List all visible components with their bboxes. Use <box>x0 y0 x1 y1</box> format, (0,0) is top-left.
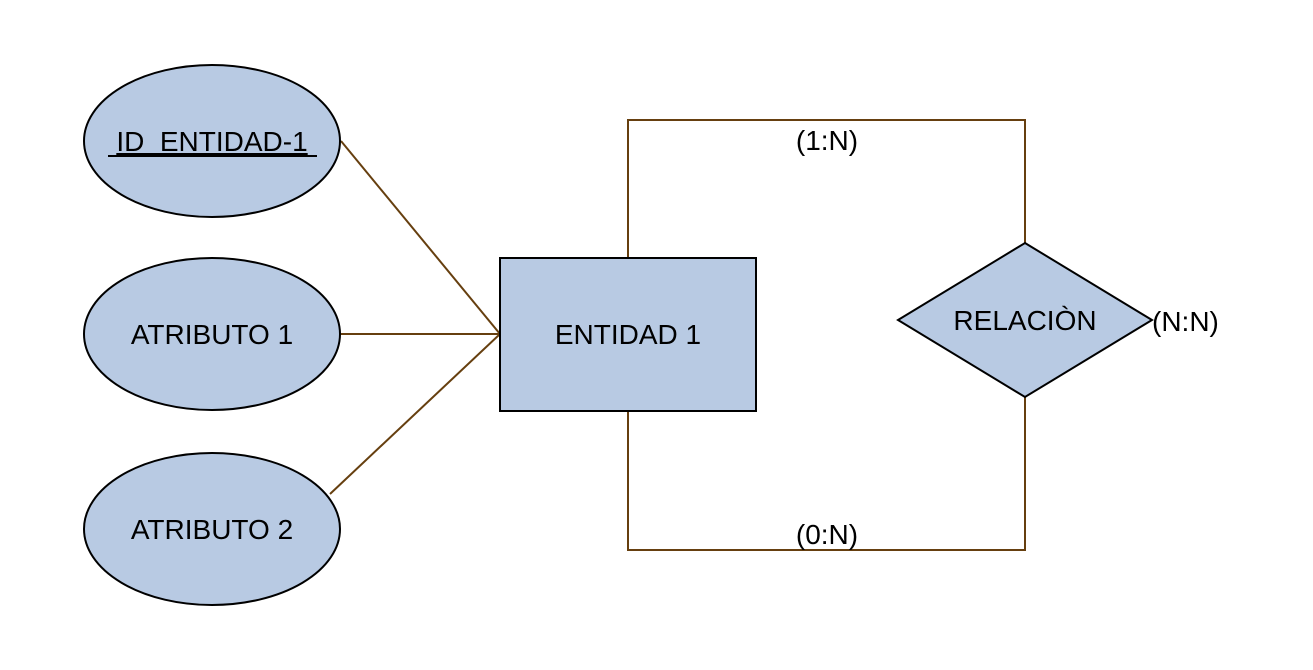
connector-atributo-2 <box>329 333 501 495</box>
cardinality-bottom: (0:N) <box>796 519 858 550</box>
attribute-label: ATRIBUTO 2 <box>131 514 293 545</box>
attribute-atributo-1[interactable]: ATRIBUTO 1 <box>83 257 341 411</box>
cardinality-right: (N:N) <box>1152 306 1219 337</box>
attribute-id-entidad[interactable]: ID_ENTIDAD-1 <box>83 64 341 218</box>
cardinality-top: (1:N) <box>796 125 858 156</box>
relationship-diamond <box>896 241 1154 399</box>
connector-id-entidad <box>340 140 501 335</box>
connector-relation-bottom <box>627 397 1026 551</box>
attribute-label: ATRIBUTO 1 <box>131 319 293 350</box>
entity-label: ENTIDAD 1 <box>555 319 701 350</box>
attribute-ellipse <box>83 257 341 411</box>
attribute-ellipse <box>83 64 341 218</box>
connector-relation-top <box>627 119 1026 258</box>
attribute-key-label: ID_ENTIDAD-1 <box>116 126 307 157</box>
relationship-relacion[interactable]: RELACIÒN <box>896 241 1154 399</box>
attribute-atributo-2[interactable]: ATRIBUTO 2 <box>83 452 341 606</box>
relationship-label: RELACIÒN <box>953 305 1096 336</box>
entity-entidad-1[interactable]: ENTIDAD 1 <box>499 257 757 412</box>
attribute-ellipse <box>83 452 341 606</box>
entity-box <box>499 257 757 412</box>
